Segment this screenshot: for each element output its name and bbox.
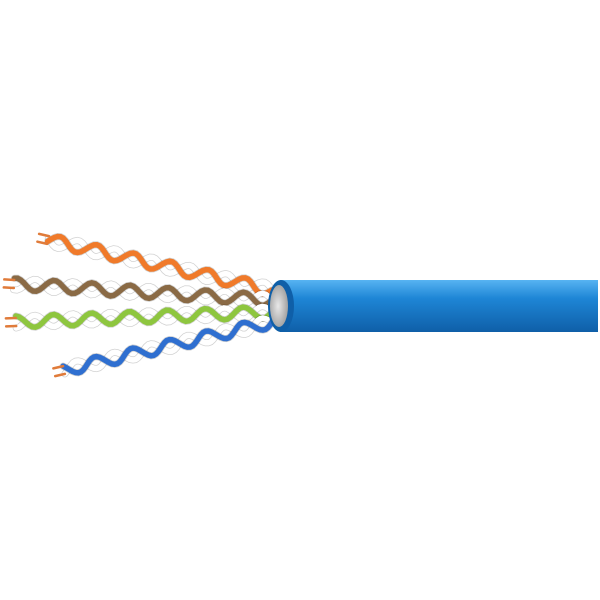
brown-pair-strand-1 — [10, 276, 275, 308]
brown-pair-strand-2 — [11, 275, 275, 309]
orange-pair-conductor-tip-2 — [37, 232, 51, 238]
green-pair-strand-2 — [13, 304, 275, 331]
jacket-inner-core — [270, 285, 288, 327]
twisted-pairs — [2, 232, 276, 378]
jacket-body — [280, 280, 598, 332]
blue-pair-conductor-tip-1 — [53, 372, 67, 378]
orange-pair-conductor-tip-1 — [36, 240, 49, 246]
brown-pair-conductor-tip-2 — [3, 278, 16, 282]
blue-pair-strand-2 — [60, 319, 275, 376]
blue-pair-strand-1 — [62, 315, 275, 377]
blue-pair-conductor-tip-2 — [52, 364, 65, 370]
orange-pair-strand-2 — [44, 233, 275, 297]
cable-jacket — [268, 280, 598, 332]
brown-pair-conductor-tip-1 — [2, 286, 16, 290]
green-pair-strand-1 — [13, 303, 275, 331]
